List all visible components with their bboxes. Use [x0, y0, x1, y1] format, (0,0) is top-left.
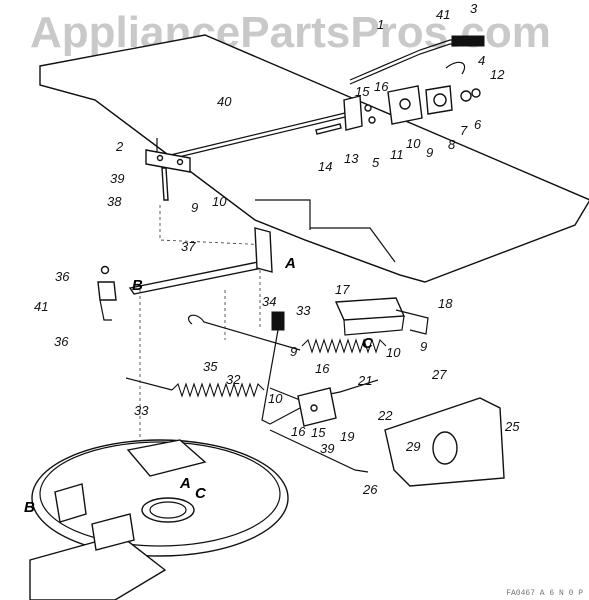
callout-16[interactable]: 16 [374, 79, 389, 94]
washer-5 [368, 116, 376, 124]
washer-35 [100, 265, 110, 275]
handle-rod-33 [261, 329, 301, 425]
callout-9-upper[interactable]: 9 [426, 145, 434, 160]
rod-32 [187, 314, 301, 351]
handle-rod-1-edge [349, 43, 478, 85]
mower-deck [29, 439, 289, 600]
callout-10-left[interactable]: 10 [212, 194, 227, 209]
ref-letter-b-lower: B [24, 499, 35, 516]
callout-39[interactable]: 39 [320, 441, 335, 456]
callout-9-left[interactable]: 9 [191, 200, 199, 215]
handle-knob-33 [271, 311, 285, 331]
bracket-41-foot [99, 299, 112, 321]
spring-31-upper [301, 338, 387, 354]
frame-panel [39, 34, 589, 283]
callout-12[interactable]: 12 [490, 67, 505, 82]
ref-letter-a-upper: A [285, 255, 296, 272]
clevis-13 [343, 95, 363, 131]
callout-40[interactable]: 41 [436, 7, 451, 22]
callout-13[interactable]: 13 [344, 151, 359, 166]
bolt-36 [161, 167, 169, 201]
callout-10-upper[interactable]: 10 [406, 136, 421, 151]
callout-30[interactable]: 32 [226, 372, 241, 387]
callout-15[interactable]: 15 [355, 84, 370, 99]
callout-25[interactable]: 25 [505, 419, 520, 434]
callout-22[interactable]: 22 [378, 408, 393, 423]
rod-38-edge [161, 116, 346, 162]
bracket-17 [334, 297, 406, 321]
callout-38[interactable]: 40 [217, 94, 232, 109]
callout-17[interactable]: 17 [335, 282, 350, 297]
bracket-41 [97, 281, 117, 301]
callout-32[interactable]: 35 [203, 359, 218, 374]
callout-37[interactable]: 39 [110, 171, 125, 186]
callout-15-low[interactable]: 15 [311, 425, 326, 440]
callout-33[interactable]: 34 [262, 294, 277, 309]
callout-4[interactable]: 4 [478, 53, 486, 68]
callout-8[interactable]: 8 [448, 137, 456, 152]
callout-11[interactable]: 11 [390, 147, 404, 162]
bracket-37-hole-a [156, 154, 164, 162]
callout-10-mid[interactable]: 10 [386, 345, 401, 360]
callout-26[interactable]: 26 [363, 482, 378, 497]
callout-31-upper[interactable]: 33 [296, 303, 311, 318]
figure-code: FA0467 A 6 N 0 P [506, 589, 583, 598]
callout-19[interactable]: 19 [340, 429, 355, 444]
callout-29[interactable]: 29 [406, 439, 421, 454]
ref-letter-c-upper: C [362, 335, 373, 352]
grip-3 [451, 35, 485, 47]
ref-letter-a-lower: A [180, 475, 191, 492]
bracket-37 [145, 149, 191, 173]
callout-6[interactable]: 6 [474, 117, 482, 132]
callout-35-upper[interactable]: 36 [55, 269, 70, 284]
callout-5[interactable]: 5 [372, 155, 380, 170]
bracket-37-hole-b [176, 158, 184, 166]
washer-6 [460, 90, 472, 102]
arm-34 [128, 261, 264, 295]
bracket-39-hole [310, 404, 318, 412]
callout-31-lower[interactable]: 33 [134, 403, 149, 418]
plate-25-slot [432, 431, 458, 465]
nut-15 [364, 104, 372, 112]
watermark: AppliancePartsPros.com [30, 8, 551, 57]
bolt-36-guide [159, 205, 271, 246]
callout-3[interactable]: 3 [470, 1, 478, 16]
callout-2[interactable]: 2 [116, 139, 124, 154]
lever-plate-11-hole [399, 98, 411, 110]
pivot-7-hole [433, 93, 447, 107]
callout-1[interactable]: 1 [377, 17, 385, 32]
rod-26 [269, 429, 369, 473]
screw-14 [315, 123, 342, 135]
callout-35-lower[interactable]: 36 [54, 334, 69, 349]
callout-18[interactable]: 18 [438, 296, 453, 311]
arm-34-upright [254, 227, 273, 273]
callout-16-mid[interactable]: 16 [315, 361, 330, 376]
callout-34[interactable]: 37 [181, 239, 196, 254]
callout-36[interactable]: 38 [107, 194, 122, 209]
callout-10-low[interactable]: 10 [268, 391, 283, 406]
callout-9-mid[interactable]: 9 [420, 339, 428, 354]
ref-letter-c-lower: C [195, 485, 206, 502]
callout-41[interactable]: 41 [34, 299, 49, 314]
ref-letter-b-upper: B [132, 277, 143, 294]
spring-clip-4 [445, 61, 466, 75]
rod-38 [161, 112, 346, 158]
callout-14[interactable]: 14 [318, 159, 333, 174]
spring-31-lower [171, 382, 265, 398]
rod-18 [395, 309, 429, 335]
callout-16-low[interactable]: 16 [291, 424, 306, 439]
callout-7[interactable]: 7 [460, 123, 468, 138]
spring-31-lower-hook [125, 377, 173, 391]
callout-21[interactable]: 21 [358, 373, 373, 388]
nut-12 [471, 88, 481, 98]
bracket-17-side [343, 315, 405, 336]
callout-27[interactable]: 27 [432, 367, 447, 382]
callout-9-center[interactable]: 9 [290, 344, 298, 359]
